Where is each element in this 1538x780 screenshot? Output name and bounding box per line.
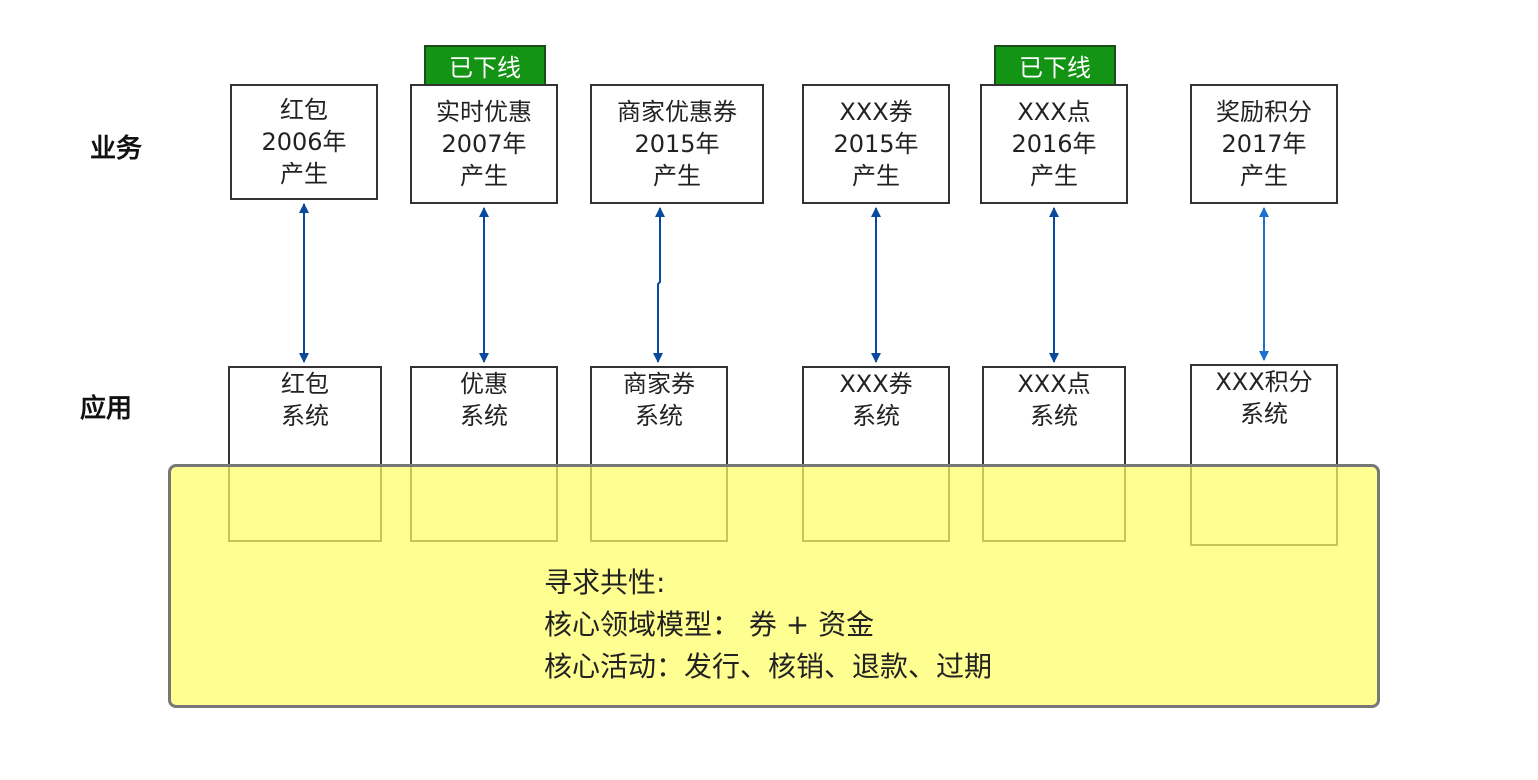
box-status: 产生: [653, 162, 701, 190]
business-layer-label: 业务: [90, 134, 143, 164]
box-name: 商家优惠券: [617, 98, 737, 126]
app-suffix: 系统: [1030, 402, 1078, 430]
offline-badge-youhui: 已下线: [424, 45, 546, 86]
app-suffix: 系统: [852, 402, 900, 430]
business-box-xxxdian: XXX点 2016年 产生: [980, 84, 1128, 204]
box-year: 2006年: [261, 128, 347, 156]
core-activities: 核心活动：发行、核销、退款、过期: [544, 650, 993, 683]
box-status: 产生: [280, 160, 328, 188]
core-domain-model: 核心领域模型： 券 + 资金: [544, 608, 875, 641]
box-name: XXX券: [839, 98, 913, 126]
box-name: XXX点: [1017, 98, 1091, 126]
box-name: 实时优惠: [436, 98, 532, 126]
commonality-text: 寻求共性: 核心领域模型： 券 + 资金 核心活动：发行、核销、退款、过期: [544, 562, 992, 688]
app-name: 红包: [281, 370, 329, 398]
offline-badge-xxxdian: 已下线: [994, 45, 1116, 86]
box-name: 奖励积分: [1216, 98, 1312, 126]
business-box-hongbao: 红包 2006年 产生: [230, 84, 378, 200]
app-name: XXX券: [839, 370, 913, 398]
box-year: 2007年: [441, 130, 527, 158]
box-status: 产生: [1030, 162, 1078, 190]
app-name: XXX积分: [1215, 368, 1313, 396]
app-suffix: 系统: [1240, 400, 1288, 428]
box-year: 2015年: [634, 130, 720, 158]
business-box-shangjiaquan: 商家优惠券 2015年 产生: [590, 84, 764, 204]
app-suffix: 系统: [635, 402, 683, 430]
box-year: 2017年: [1221, 130, 1307, 158]
business-box-xxxquan: XXX券 2015年 产生: [802, 84, 950, 204]
app-name: XXX点: [1017, 370, 1091, 398]
box-status: 产生: [1240, 162, 1288, 190]
app-name: 商家券: [623, 370, 695, 398]
arrow-shangjiaquan: [653, 207, 665, 363]
box-status: 产生: [460, 162, 508, 190]
box-status: 产生: [852, 162, 900, 190]
business-box-jifen: 奖励积分 2017年 产生: [1190, 84, 1338, 204]
app-suffix: 系统: [281, 402, 329, 430]
box-year: 2016年: [1011, 130, 1097, 158]
box-year: 2015年: [833, 130, 919, 158]
business-box-youhui: 实时优惠 2007年 产生: [410, 84, 558, 204]
commonality-panel: [168, 464, 1380, 708]
application-layer-label: 应用: [80, 394, 133, 424]
commonality-title: 寻求共性:: [544, 566, 666, 599]
app-name: 优惠: [460, 370, 508, 398]
box-name: 红包: [280, 96, 328, 124]
app-suffix: 系统: [460, 402, 508, 430]
